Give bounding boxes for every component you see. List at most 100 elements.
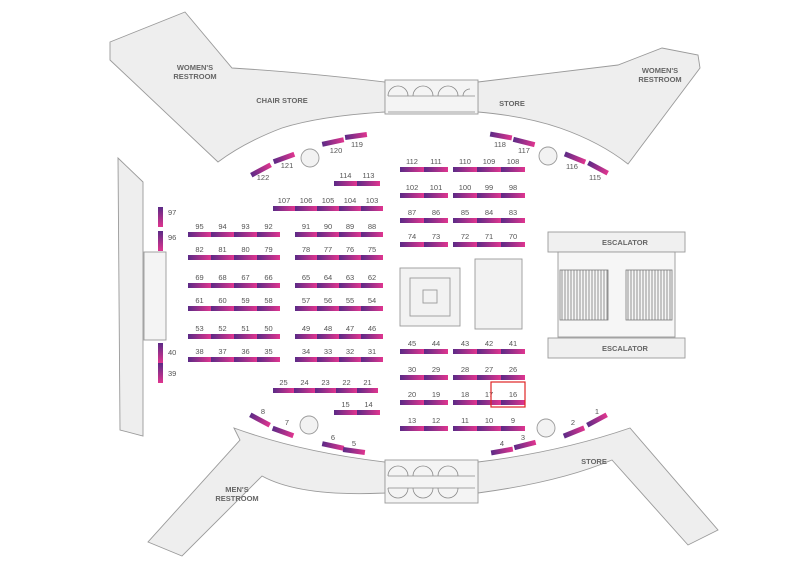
booth-73[interactable] (424, 242, 448, 247)
booth-23[interactable] (315, 388, 336, 393)
booth-26[interactable] (501, 375, 525, 380)
booth-113[interactable] (357, 181, 380, 186)
booth-104[interactable] (339, 206, 361, 211)
booth-15[interactable] (334, 410, 357, 415)
booth-66[interactable] (257, 283, 280, 288)
booth-106[interactable] (295, 206, 317, 211)
booth-47[interactable] (339, 334, 361, 339)
booth-54[interactable] (361, 306, 383, 311)
booth-13[interactable] (400, 426, 424, 431)
booth-12[interactable] (424, 426, 448, 431)
booth-21[interactable] (357, 388, 378, 393)
booth-48[interactable] (317, 334, 339, 339)
booth-42[interactable] (477, 349, 501, 354)
booth-60[interactable] (211, 306, 234, 311)
booth-33[interactable] (317, 357, 339, 362)
booth-45[interactable] (400, 349, 424, 354)
booth-105[interactable] (317, 206, 339, 211)
booth-11[interactable] (453, 426, 477, 431)
booth-71[interactable] (477, 242, 501, 247)
booth-111[interactable] (424, 167, 448, 172)
booth-59[interactable] (234, 306, 257, 311)
booth-57[interactable] (295, 306, 317, 311)
booth-25[interactable] (273, 388, 294, 393)
booth-27[interactable] (477, 375, 501, 380)
booth-40[interactable] (158, 343, 163, 363)
booth-62[interactable] (361, 283, 383, 288)
booth-85[interactable] (453, 218, 477, 223)
booth-64[interactable] (317, 283, 339, 288)
booth-75[interactable] (361, 255, 383, 260)
booth-22[interactable] (336, 388, 357, 393)
booth-29[interactable] (424, 375, 448, 380)
booth-44[interactable] (424, 349, 448, 354)
booth-55[interactable] (339, 306, 361, 311)
booth-72[interactable] (453, 242, 477, 247)
booth-30[interactable] (400, 375, 424, 380)
booth-9[interactable] (501, 426, 525, 431)
booth-10[interactable] (477, 426, 501, 431)
booth-81[interactable] (211, 255, 234, 260)
booth-99[interactable] (477, 193, 501, 198)
booth-43[interactable] (453, 349, 477, 354)
booth-80[interactable] (234, 255, 257, 260)
booth-31[interactable] (361, 357, 383, 362)
booth-68[interactable] (211, 283, 234, 288)
booth-77[interactable] (317, 255, 339, 260)
booth-6[interactable] (321, 441, 345, 451)
booth-63[interactable] (339, 283, 361, 288)
booth-19[interactable] (424, 400, 448, 405)
booth-70[interactable] (501, 242, 525, 247)
booth-35[interactable] (257, 357, 280, 362)
booth-110[interactable] (453, 167, 477, 172)
booth-90[interactable] (317, 232, 339, 237)
booth-95[interactable] (188, 232, 211, 237)
booth-79[interactable] (257, 255, 280, 260)
booth-88[interactable] (361, 232, 383, 237)
booth-16[interactable] (501, 400, 525, 405)
booth-4[interactable] (490, 446, 514, 456)
booth-34[interactable] (295, 357, 317, 362)
booth-46[interactable] (361, 334, 383, 339)
booth-41[interactable] (501, 349, 525, 354)
booth-101[interactable] (424, 193, 448, 198)
booth-121[interactable] (272, 151, 296, 165)
booth-97[interactable] (158, 207, 163, 227)
booth-91[interactable] (295, 232, 317, 237)
booth-117[interactable] (512, 136, 536, 148)
booth-38[interactable] (188, 357, 211, 362)
booth-93[interactable] (234, 232, 257, 237)
booth-20[interactable] (400, 400, 424, 405)
booth-107[interactable] (273, 206, 295, 211)
booth-51[interactable] (234, 334, 257, 339)
booth-96[interactable] (158, 231, 163, 251)
booth-32[interactable] (339, 357, 361, 362)
booth-69[interactable] (188, 283, 211, 288)
booth-108[interactable] (501, 167, 525, 172)
booth-14[interactable] (357, 410, 380, 415)
booth-17[interactable] (477, 400, 501, 405)
booth-83[interactable] (501, 218, 525, 223)
booth-120[interactable] (321, 137, 345, 147)
booth-119[interactable] (344, 131, 368, 141)
booth-8[interactable] (249, 412, 271, 428)
booth-52[interactable] (211, 334, 234, 339)
booth-103[interactable] (361, 206, 383, 211)
booth-87[interactable] (400, 218, 424, 223)
booth-18[interactable] (453, 400, 477, 405)
booth-65[interactable] (295, 283, 317, 288)
booth-84[interactable] (477, 218, 501, 223)
booth-74[interactable] (400, 242, 424, 247)
booth-36[interactable] (234, 357, 257, 362)
booth-94[interactable] (211, 232, 234, 237)
booth-115[interactable] (587, 160, 609, 176)
booth-89[interactable] (339, 232, 361, 237)
booth-112[interactable] (400, 167, 424, 172)
booth-92[interactable] (257, 232, 280, 237)
booth-100[interactable] (453, 193, 477, 198)
booth-98[interactable] (501, 193, 525, 198)
booth-24[interactable] (294, 388, 315, 393)
booth-67[interactable] (234, 283, 257, 288)
booth-56[interactable] (317, 306, 339, 311)
booth-28[interactable] (453, 375, 477, 380)
